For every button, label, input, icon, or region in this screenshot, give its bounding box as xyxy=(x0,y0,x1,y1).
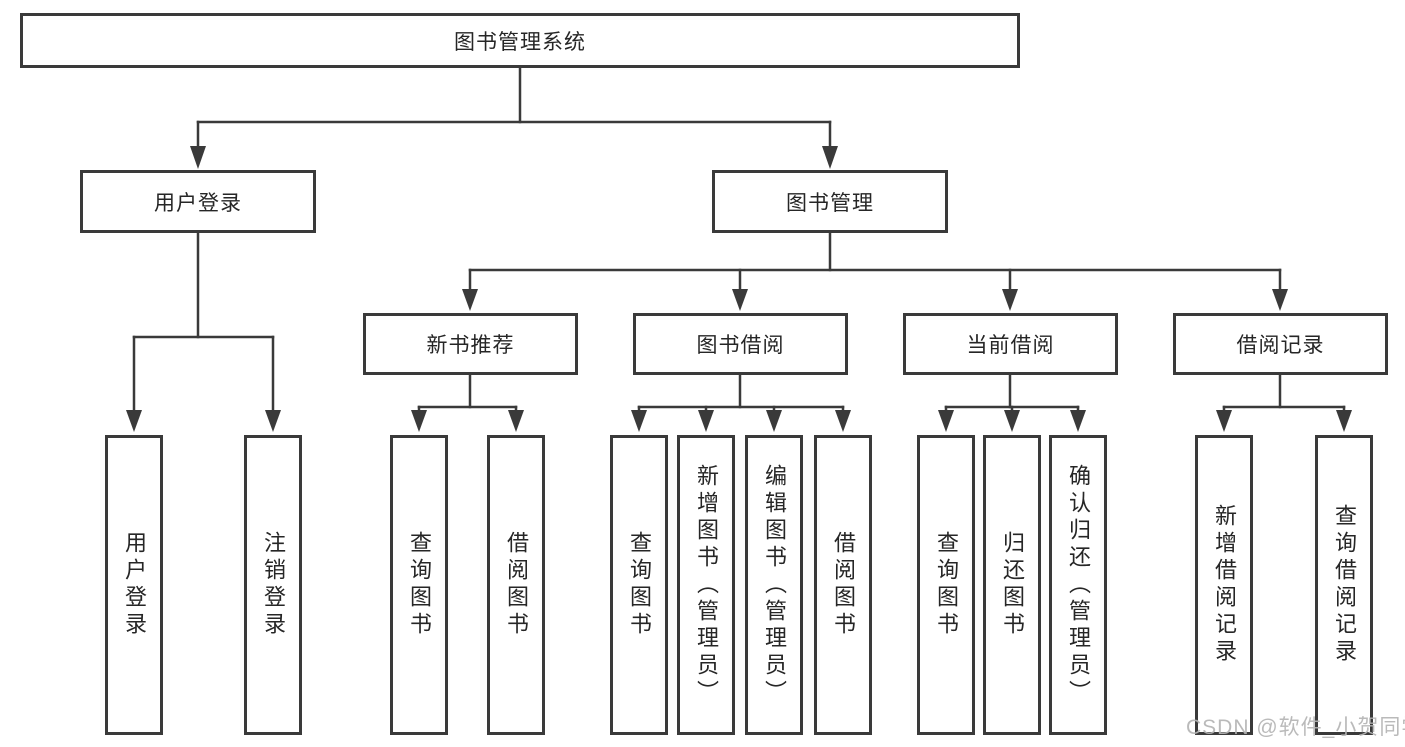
node-records-add-record: 新增借阅记录 xyxy=(1195,435,1253,735)
node-current-query-books: 查询图书 xyxy=(917,435,975,735)
node-label: 新增图书（管理员） xyxy=(694,463,719,707)
connector-recommend-to-leaves xyxy=(411,373,524,432)
connector-root-to-level2 xyxy=(190,66,838,169)
node-label: 注销登录 xyxy=(261,531,286,639)
node-borrowing-borrow-books: 借阅图书 xyxy=(814,435,872,735)
node-label: 新增借阅记录 xyxy=(1212,504,1237,666)
node-borrowing-edit-books: 编辑图书（管理员） xyxy=(745,435,803,735)
node-label: 借阅图书 xyxy=(504,531,529,639)
node-user-login-action: 用户登录 xyxy=(105,435,163,735)
node-current-confirm-return: 确认归还（管理员） xyxy=(1049,435,1107,735)
node-recommend-borrow-books: 借阅图书 xyxy=(487,435,545,735)
node-label: 查询图书 xyxy=(407,531,432,639)
node-new-book-recommend: 新书推荐 xyxy=(363,313,578,375)
node-library-management-system: 图书管理系统 xyxy=(20,13,1020,68)
node-label: 查询借阅记录 xyxy=(1332,504,1357,666)
node-label: 编辑图书（管理员） xyxy=(762,463,787,707)
node-label: 用户登录 xyxy=(122,531,147,639)
node-logout-action: 注销登录 xyxy=(244,435,302,735)
node-borrowing-add-books: 新增图书（管理员） xyxy=(677,435,735,735)
node-book-borrowing: 图书借阅 xyxy=(633,313,848,375)
node-label: 图书借阅 xyxy=(696,334,785,357)
node-label: 查询图书 xyxy=(934,531,959,639)
node-label: 查询图书 xyxy=(627,531,652,639)
csdn-watermark: CSDN @软件_小贺同学 xyxy=(1186,716,1405,739)
node-label: 新书推荐 xyxy=(426,334,515,357)
node-label: 确认归还（管理员） xyxy=(1066,463,1091,707)
node-label: 图书管理 xyxy=(786,191,874,215)
node-current-borrowing: 当前借阅 xyxy=(903,313,1118,375)
node-label: 图书管理系统 xyxy=(454,30,586,54)
node-borrowing-records: 借阅记录 xyxy=(1173,313,1388,375)
node-user-login: 用户登录 xyxy=(80,170,316,233)
connector-records-to-leaves xyxy=(1216,373,1352,432)
node-records-query-record: 查询借阅记录 xyxy=(1315,435,1373,735)
node-label: 当前借阅 xyxy=(966,334,1055,357)
node-label: 用户登录 xyxy=(154,191,242,215)
node-label: 归还图书 xyxy=(1000,531,1025,639)
node-recommend-query-books: 查询图书 xyxy=(390,435,448,735)
node-label: 借阅记录 xyxy=(1236,334,1325,357)
connector-book-management-to-level3 xyxy=(462,231,1288,311)
node-book-management: 图书管理 xyxy=(712,170,948,233)
node-label: 借阅图书 xyxy=(831,531,856,639)
connector-user-login-to-leaves xyxy=(126,231,281,432)
node-borrowing-query-books: 查询图书 xyxy=(610,435,668,735)
connector-current-to-leaves xyxy=(938,373,1086,432)
node-current-return-books: 归还图书 xyxy=(983,435,1041,735)
connector-borrowing-to-leaves xyxy=(631,373,851,432)
